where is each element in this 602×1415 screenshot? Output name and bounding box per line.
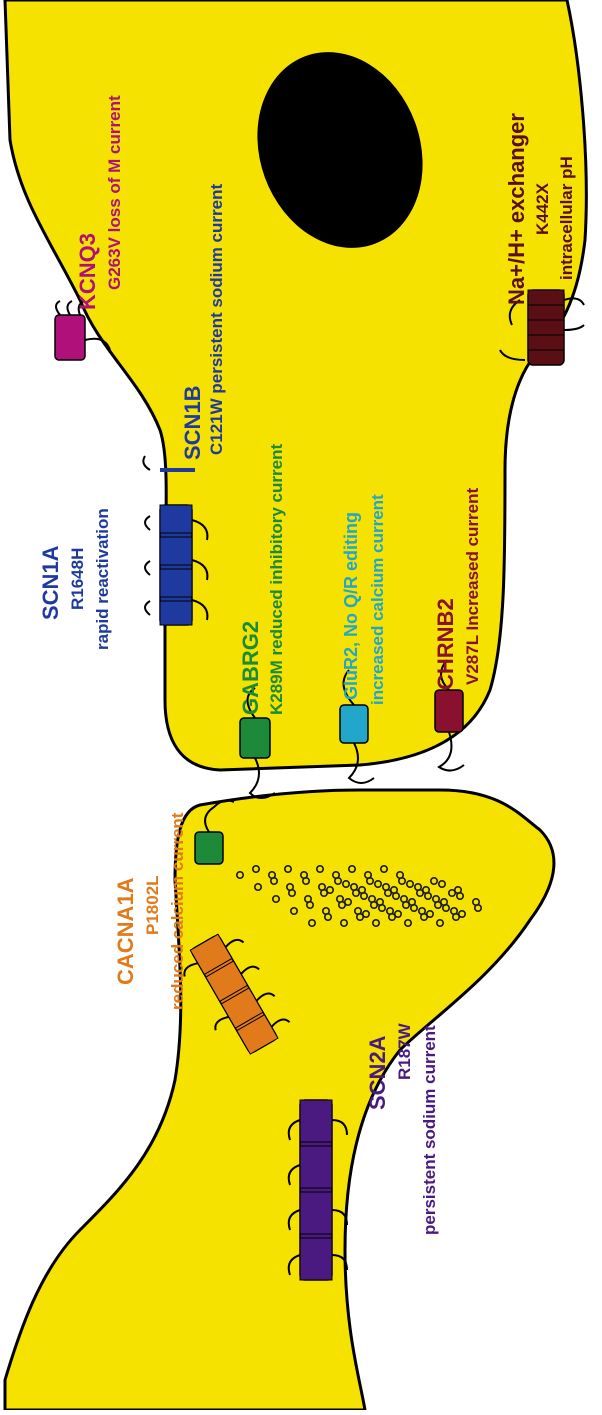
scn2a-name: SCN2A bbox=[365, 1035, 390, 1110]
presynaptic-terminal bbox=[5, 790, 554, 1410]
gabrg2-name: GABRG2 bbox=[238, 621, 263, 715]
chrnb2-mutation: V287L Increased current bbox=[463, 487, 482, 685]
cacna1a-name: CACNA1A bbox=[113, 877, 138, 985]
scn1a-effect: rapid reactivation bbox=[93, 508, 112, 650]
scn1b-name: SCN1B bbox=[180, 385, 205, 460]
exchanger-effect: intracellular pH bbox=[557, 156, 576, 280]
kcnq3-name: KCNQ3 bbox=[75, 233, 100, 310]
glur2-effect: increased calcium current bbox=[368, 494, 387, 705]
scn2a-effect: persistent sodium current bbox=[420, 1025, 439, 1235]
scn1a-mutation: R1648H bbox=[68, 548, 87, 610]
cacna1a-effect: reduced calcium current bbox=[168, 812, 187, 1010]
glur2-name: GluR2, No Q/R editing bbox=[341, 512, 361, 700]
scn1a-name: SCN1A bbox=[38, 545, 63, 620]
scn2a-mutation: R187W bbox=[395, 1022, 414, 1080]
exchanger-mutation: K442X bbox=[533, 182, 552, 235]
kcnq3-mutation: G263V loss of M current bbox=[105, 95, 124, 290]
gabrg2-mutation: K289M reduced inhibitory current bbox=[267, 444, 286, 715]
cacna1a-mutation: P1802L bbox=[143, 875, 162, 935]
scn1b-mutation: C121W persistent sodium current bbox=[207, 184, 226, 455]
exchanger-name: Na+/H+ exchanger bbox=[504, 113, 529, 305]
chrnb2-name: CHRNB2 bbox=[433, 598, 458, 690]
